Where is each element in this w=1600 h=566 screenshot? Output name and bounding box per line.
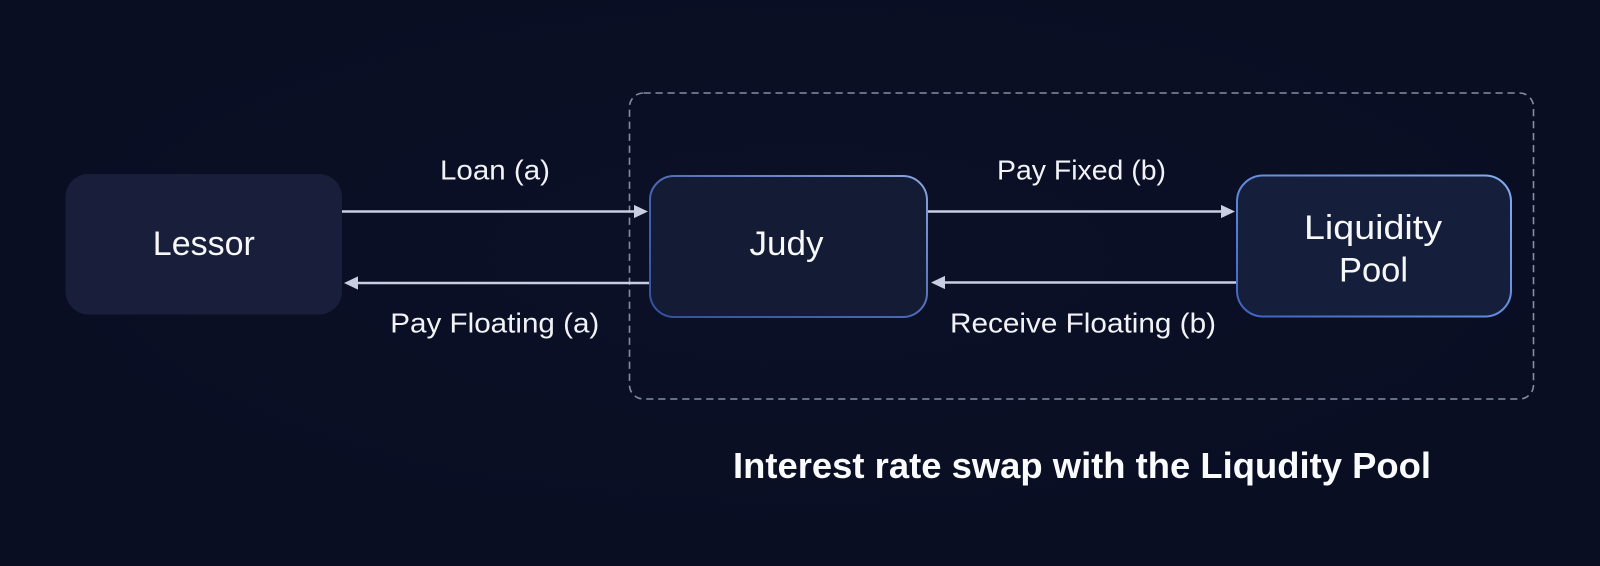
svg-text:Loan (a): Loan (a)	[440, 155, 550, 186]
svg-text:Pool: Pool	[1339, 252, 1408, 290]
svg-text:Receive Floating (b): Receive Floating (b)	[950, 308, 1216, 339]
svg-text:Judy: Judy	[750, 225, 824, 263]
svg-text:Liquidity: Liquidity	[1304, 209, 1442, 247]
svg-text:Pay Fixed (b): Pay Fixed (b)	[997, 155, 1166, 186]
svg-text:Pay Floating (a): Pay Floating (a)	[390, 308, 599, 339]
svg-text:Lessor: Lessor	[153, 225, 255, 263]
svg-text:Interest rate swap with the Li: Interest rate swap with the Liqudity Poo…	[733, 445, 1431, 486]
